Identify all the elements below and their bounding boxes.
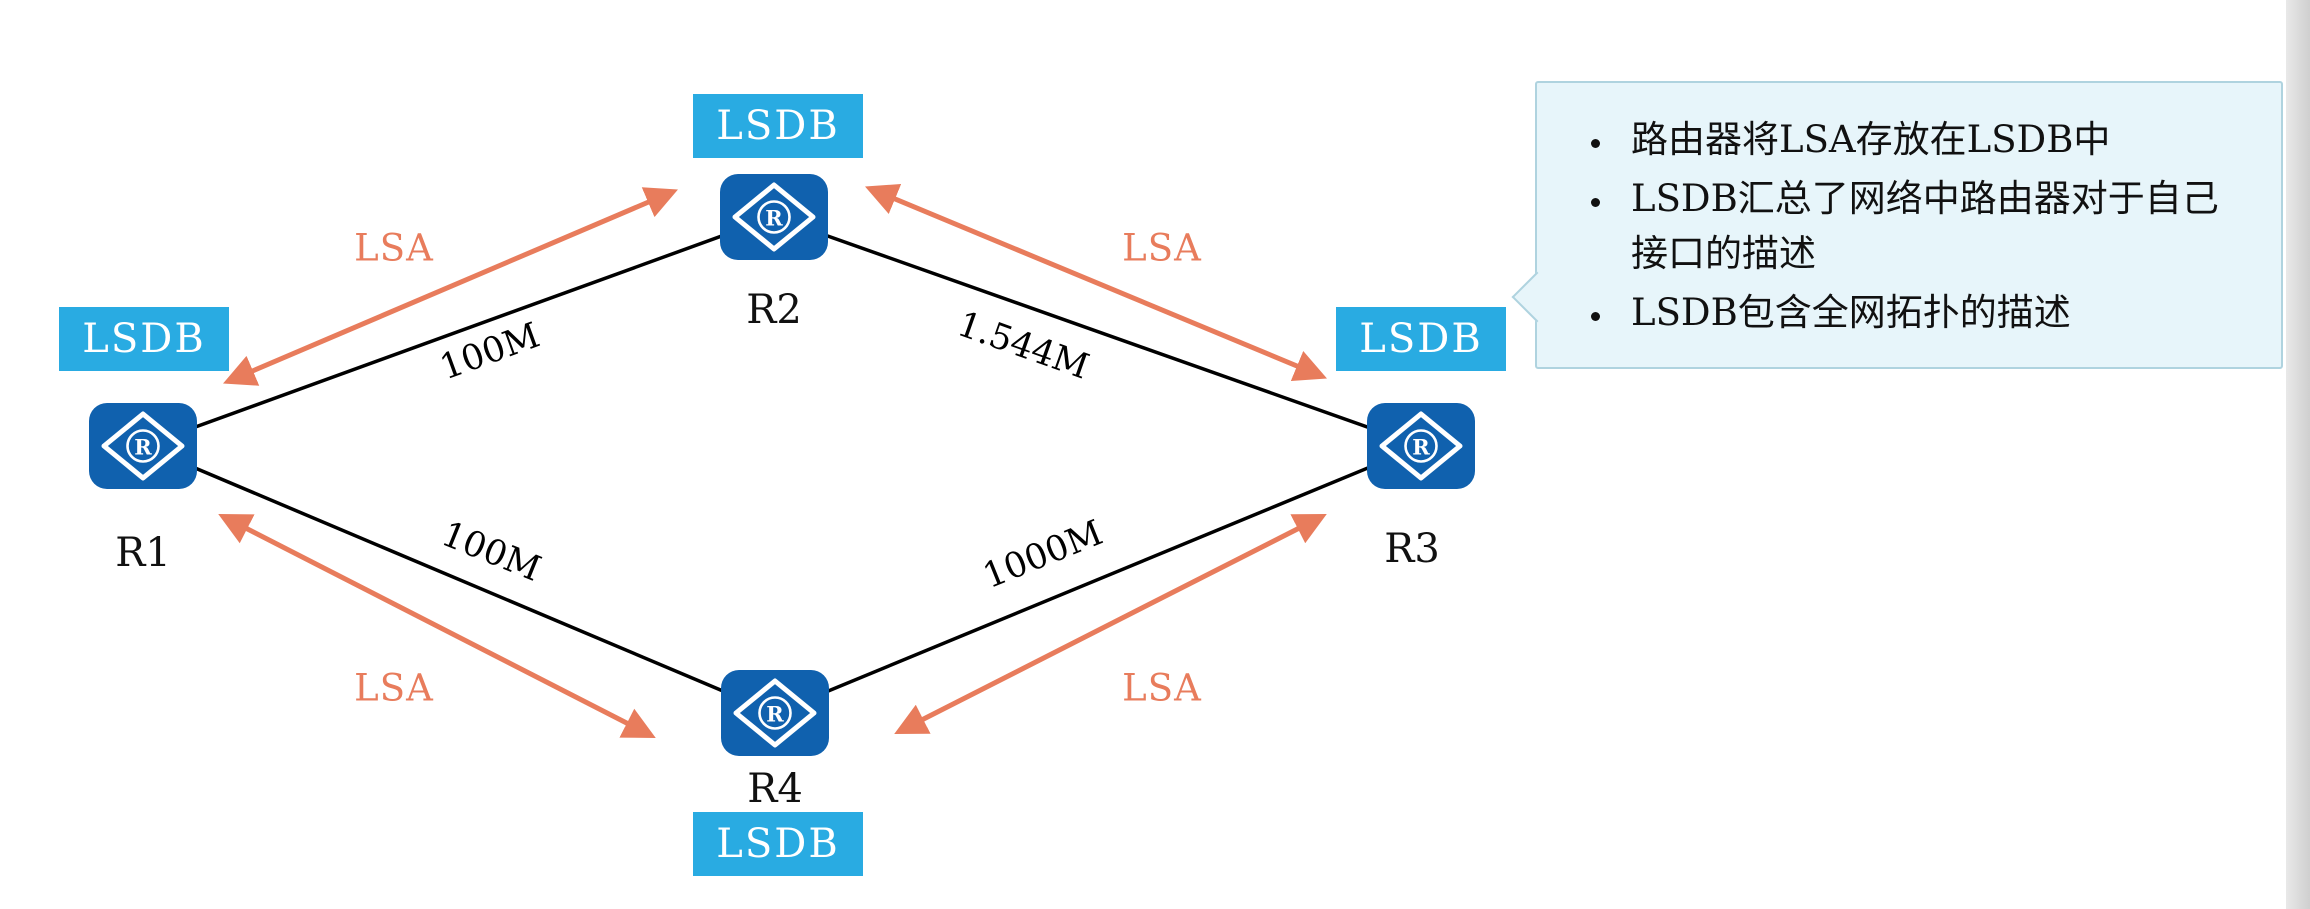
callout-bullet-list: 路由器将LSA存放在LSDB中 LSDB汇总了网络中路由器对于自己接口的描述 L… (1571, 112, 2253, 340)
callout-bullet: LSDB汇总了网络中路由器对于自己接口的描述 (1615, 171, 2253, 282)
screen-edge-strip (2286, 0, 2310, 909)
link-r1-r2 (142, 215, 775, 448)
router-icon-r4: R (721, 670, 829, 756)
lsdb-badge-r2: LSDB (693, 94, 863, 158)
lsdb-badge-r1: LSDB (59, 307, 229, 371)
lsa-arrow-r2-r3 (864, 183, 1328, 382)
lsa-label-r2-r3: LSA (1122, 226, 1202, 270)
router-icon-letter: R (1412, 435, 1430, 460)
router-icon-letter: R (134, 435, 152, 460)
link-r1-r4 (142, 444, 776, 715)
lsa-arrow-r1-r2 (223, 187, 678, 386)
lsa-label-r4-r3: LSA (1122, 666, 1202, 710)
lsa-label-r1-r4: LSA (354, 666, 434, 710)
lsa-arrow-r1-r4 (218, 514, 656, 738)
lsa-arrow-r4-r3 (894, 514, 1327, 734)
router-label-r2: R2 (746, 287, 802, 333)
callout-bullet: LSDB包含全网拓扑的描述 (1615, 285, 2253, 341)
router-label-r1: R1 (115, 530, 171, 576)
router-label-r4: R4 (747, 766, 803, 812)
lsa-flood-arrows (218, 183, 1328, 738)
link-r4-r3 (774, 444, 1422, 715)
router-icon-r1: R (89, 403, 197, 489)
lsa-label-r1-r2: LSA (354, 226, 434, 270)
router-icon-letter: R (765, 206, 783, 231)
lsdb-badge-r4: LSDB (693, 812, 863, 876)
router-label-r3: R3 (1384, 526, 1440, 572)
router-icon-r2: R (720, 174, 828, 260)
link-r2-r3 (773, 215, 1422, 448)
router-icon-r3: R (1367, 403, 1475, 489)
lsdb-explanation-callout: 路由器将LSA存放在LSDB中 LSDB汇总了网络中路由器对于自己接口的描述 L… (1511, 81, 2283, 369)
callout-bullet: 路由器将LSA存放在LSDB中 (1615, 112, 2253, 168)
lsdb-badge-r3: LSDB (1336, 307, 1506, 371)
router-icon-letter: R (766, 702, 784, 727)
